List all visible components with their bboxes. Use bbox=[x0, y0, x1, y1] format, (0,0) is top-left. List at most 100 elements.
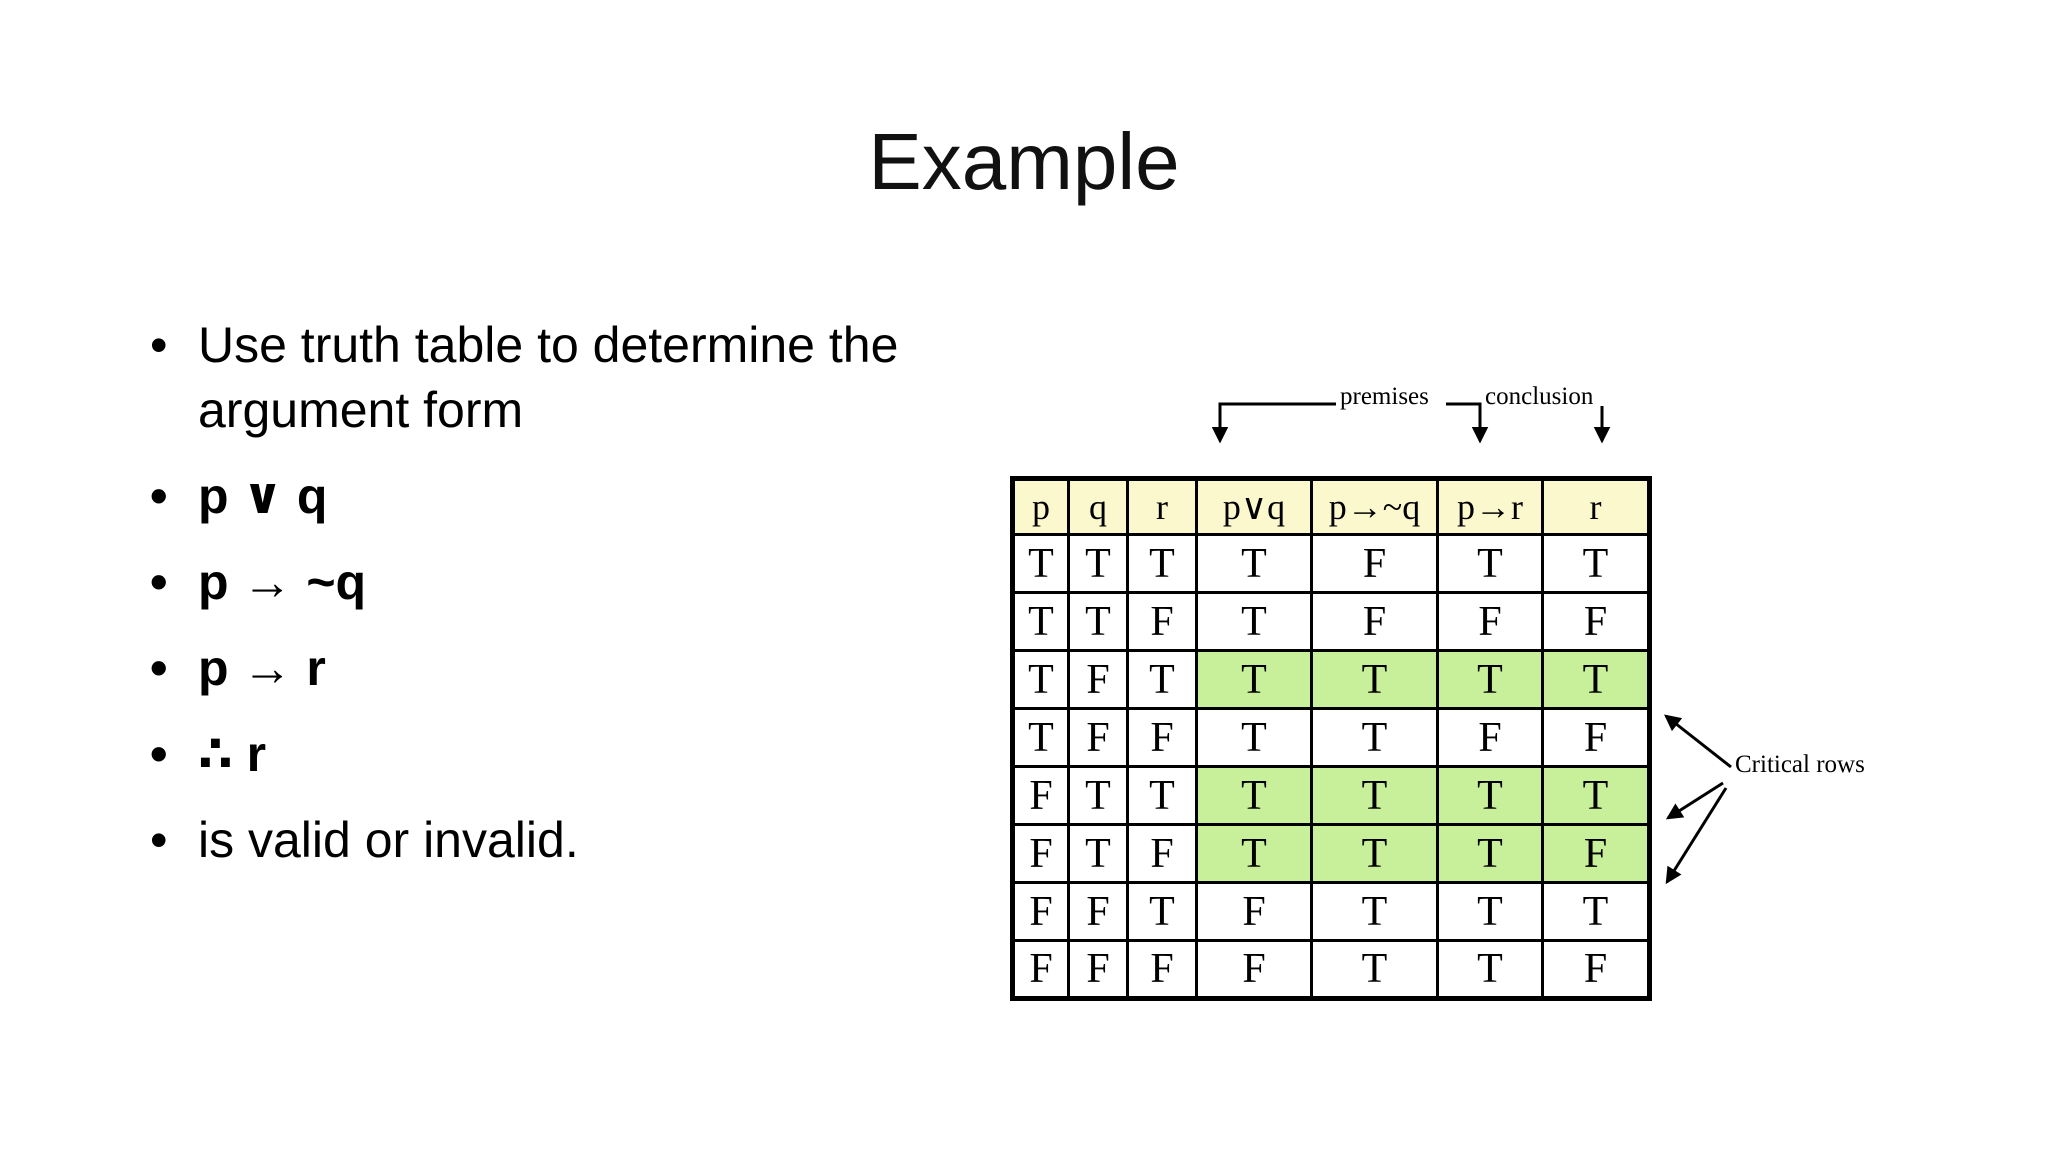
truth-table-cell: T bbox=[1436, 765, 1544, 826]
premises-arrow-right bbox=[1446, 402, 1489, 444]
truth-table-cell: F bbox=[1436, 707, 1544, 768]
truth-table-header-cell: p bbox=[1011, 477, 1070, 536]
bullet-list: Use truth table to determine the argumen… bbox=[150, 313, 1050, 873]
truth-table-cell: F bbox=[1541, 591, 1651, 652]
bullet-dot bbox=[150, 464, 198, 529]
truth-table-cell: T bbox=[1126, 649, 1198, 710]
truth-table-cell: F bbox=[1310, 533, 1439, 594]
conclusion-label: conclusion bbox=[1485, 383, 1594, 410]
critical-row-arrow-3 bbox=[1665, 787, 1728, 885]
truth-table-header-cell: q bbox=[1067, 477, 1129, 536]
truth-table-cell: T bbox=[1011, 649, 1070, 710]
truth-table-cell: F bbox=[1067, 649, 1129, 710]
truth-table-cell: T bbox=[1310, 881, 1439, 942]
truth-table-cell: F bbox=[1541, 939, 1651, 1000]
truth-table-cell: F bbox=[1195, 881, 1313, 942]
truth-table-header-cell: r bbox=[1126, 477, 1198, 536]
truth-table-cell: T bbox=[1067, 765, 1129, 826]
truth-table-cell: T bbox=[1541, 765, 1651, 826]
truth-table-cell: T bbox=[1195, 823, 1313, 884]
truth-table-cell: T bbox=[1126, 765, 1198, 826]
truth-table-cell: T bbox=[1436, 823, 1544, 884]
truth-table-header-cell: p→r bbox=[1436, 477, 1544, 536]
truth-table-cell: T bbox=[1067, 591, 1129, 652]
bullet-dot bbox=[150, 636, 198, 701]
truth-table-cell: F bbox=[1436, 591, 1544, 652]
truth-table-cell: F bbox=[1011, 881, 1070, 942]
critical-rows-label: Critical rows bbox=[1735, 751, 1865, 778]
bullet-item-intro: Use truth table to determine the argumen… bbox=[150, 313, 1050, 443]
truth-table-cell: T bbox=[1067, 533, 1129, 594]
bullet-text: p → r bbox=[198, 640, 326, 696]
slide-title: Example bbox=[868, 117, 1180, 206]
bullet-dot bbox=[150, 722, 198, 787]
truth-table-cell: T bbox=[1011, 707, 1070, 768]
truth-table-cell: T bbox=[1011, 533, 1070, 594]
truth-table-cell: T bbox=[1436, 649, 1544, 710]
critical-row-arrow-1 bbox=[1664, 714, 1732, 769]
truth-table-cell: T bbox=[1436, 533, 1544, 594]
truth-table-cell: T bbox=[1310, 707, 1439, 768]
bullet-text: p ∨ q bbox=[198, 468, 328, 524]
truth-table-cell: T bbox=[1067, 823, 1129, 884]
truth-table-cell: T bbox=[1195, 533, 1313, 594]
truth-table-cell: F bbox=[1011, 765, 1070, 826]
critical-row-arrow-2 bbox=[1665, 781, 1724, 820]
bullet-item-conclusion: ∴ r bbox=[150, 722, 1050, 787]
truth-table-cell: F bbox=[1126, 939, 1198, 1000]
bullet-text: p → ~q bbox=[198, 554, 367, 610]
truth-table-cell: F bbox=[1195, 939, 1313, 1000]
truth-table-cell: T bbox=[1195, 591, 1313, 652]
truth-table-cell: T bbox=[1195, 649, 1313, 710]
bullet-item-premise-2: p → ~q bbox=[150, 550, 1050, 615]
premises-arrow-left bbox=[1211, 402, 1336, 444]
truth-table-cell: T bbox=[1310, 823, 1439, 884]
bullet-dot bbox=[150, 808, 198, 873]
truth-table-cell: F bbox=[1067, 707, 1129, 768]
truth-table-cell: F bbox=[1011, 823, 1070, 884]
truth-table-cell: T bbox=[1195, 765, 1313, 826]
truth-table-cell: T bbox=[1436, 881, 1544, 942]
bullet-item-premise-1: p ∨ q bbox=[150, 464, 1050, 529]
truth-table-cell: T bbox=[1126, 881, 1198, 942]
truth-table-cell: F bbox=[1541, 823, 1651, 884]
truth-table-header-cell: r bbox=[1541, 477, 1651, 536]
truth-table-header-cell: p∨q bbox=[1195, 477, 1313, 536]
bullet-item-premise-3: p → r bbox=[150, 636, 1050, 701]
bullet-dot bbox=[150, 313, 198, 378]
bullet-text: Use truth table to determine the argumen… bbox=[198, 317, 899, 438]
truth-table-cell: F bbox=[1126, 823, 1198, 884]
bullet-item-question: is valid or invalid. bbox=[150, 808, 1050, 873]
truth-table-cell: F bbox=[1541, 707, 1651, 768]
bullet-dot bbox=[150, 550, 198, 615]
truth-table-cell: T bbox=[1310, 939, 1439, 1000]
truth-table-cell: F bbox=[1067, 939, 1129, 1000]
truth-table-cell: T bbox=[1436, 939, 1544, 1000]
truth-table-header-cell: p→~q bbox=[1310, 477, 1439, 536]
truth-table-cell: T bbox=[1541, 881, 1651, 942]
truth-table-cell: F bbox=[1067, 881, 1129, 942]
truth-table-cell: T bbox=[1541, 533, 1651, 594]
truth-table-cell: F bbox=[1011, 939, 1070, 1000]
truth-table-cell: T bbox=[1011, 591, 1070, 652]
premises-label: premises bbox=[1340, 383, 1429, 410]
truth-table-cell: T bbox=[1310, 649, 1439, 710]
truth-table-cell: T bbox=[1541, 649, 1651, 710]
truth-table-cell: T bbox=[1126, 533, 1198, 594]
truth-table-cell: T bbox=[1310, 765, 1439, 826]
truth-table-cell: F bbox=[1310, 591, 1439, 652]
truth-table-cell: F bbox=[1126, 707, 1198, 768]
bullet-text: is valid or invalid. bbox=[198, 812, 579, 868]
